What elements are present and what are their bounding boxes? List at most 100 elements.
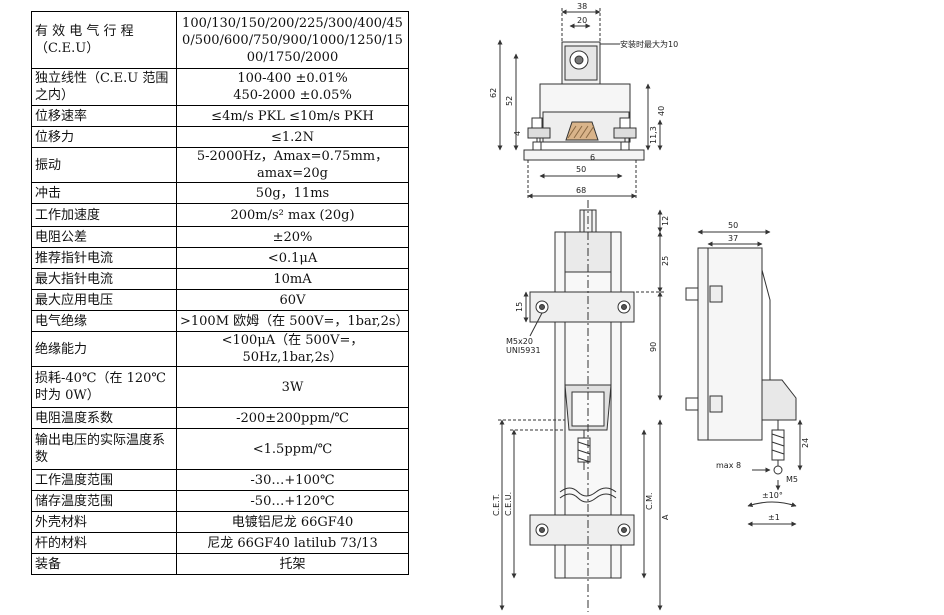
top-view-labels: 38 20 安装时最大为10 62 52 40 11,3 4 6 50 68 xyxy=(489,2,678,195)
dim-37: 37 xyxy=(728,234,738,243)
spec-key: 工作温度范围 xyxy=(31,469,177,491)
spec-key: 装备 xyxy=(31,553,177,575)
spec-value: <1.5ppm/℃ xyxy=(176,428,409,470)
dim-11-3: 11,3 xyxy=(649,126,658,144)
spec-value: 50g，11ms xyxy=(176,182,409,204)
dim-62: 62 xyxy=(489,88,498,98)
spec-key: 电阻温度系数 xyxy=(31,407,177,429)
spec-value: ≤1.2N xyxy=(176,126,409,148)
spec-value: 5-2000Hz，Amax=0.75mm，amax=20g xyxy=(176,147,409,183)
spec-row: 位移速率≤4m/s PKL ≤10m/s PKH xyxy=(31,105,409,127)
dim-20: 20 xyxy=(577,16,587,25)
spec-value: 3W xyxy=(176,366,409,408)
spec-row: 储存温度范围-50…+120℃ xyxy=(31,490,409,512)
spec-row: 电阻温度系数-200±200ppm/℃ xyxy=(31,407,409,429)
spec-row: 外壳材料电镀铝尼龙 66GF40 xyxy=(31,511,409,533)
dim-38: 38 xyxy=(577,2,587,11)
spec-key: 独立线性（C.E.U 范围之内） xyxy=(31,68,177,106)
spec-key: 振动 xyxy=(31,147,177,183)
spec-row: 有 效 电 气 行 程 （C.E.U）100/130/150/200/225/3… xyxy=(31,11,409,69)
label-uni5931: UNI5931 xyxy=(506,346,541,355)
spec-key: 位移速率 xyxy=(31,105,177,127)
spec-value: 尼龙 66GF40 latilub 73/13 xyxy=(176,532,409,554)
dim-4: 4 xyxy=(513,131,522,136)
spec-key: 储存温度范围 xyxy=(31,490,177,512)
spec-value: <0.1μA xyxy=(176,247,409,269)
spec-value: 100/130/150/200/225/300/400/450/500/600/… xyxy=(176,11,409,69)
spec-row: 装备托架 xyxy=(31,553,409,575)
note-mounting: 安装时最大为10 xyxy=(620,39,678,49)
label-cet: C.E.T. xyxy=(492,494,501,516)
spec-value: -200±200ppm/℃ xyxy=(176,407,409,429)
spec-key: 输出电压的实际温度系数 xyxy=(31,428,177,470)
dim-m5: M5 xyxy=(786,475,798,484)
spec-value: -30…+100℃ xyxy=(176,469,409,491)
spec-key: 电气绝缘 xyxy=(31,310,177,332)
spec-row: 输出电压的实际温度系数<1.5ppm/℃ xyxy=(31,428,409,470)
dim-25: 25 xyxy=(661,256,670,266)
spec-key: 绝缘能力 xyxy=(31,331,177,367)
label-cm: C.M. xyxy=(645,492,654,510)
spec-key: 电阻公差 xyxy=(31,226,177,248)
dim-40: 40 xyxy=(657,106,666,116)
front-view-labels: 12 25 15 M5x20 UNI5931 90 A C.E.T. C.E.U… xyxy=(492,216,670,520)
spec-value: ±20% xyxy=(176,226,409,248)
spec-key: 推荐指针电流 xyxy=(31,247,177,269)
spec-row: 推荐指针电流<0.1μA xyxy=(31,247,409,269)
spec-row: 位移力≤1.2N xyxy=(31,126,409,148)
dim-a: A xyxy=(661,514,670,520)
spec-key: 工作加速度 xyxy=(31,203,177,227)
spec-key: 最大指针电流 xyxy=(31,268,177,290)
spec-key: 杆的材料 xyxy=(31,532,177,554)
dim-12: 12 xyxy=(661,216,670,226)
spec-key: 损耗-40℃（在 120℃时为 0W） xyxy=(31,366,177,408)
spec-row: 杆的材料尼龙 66GF40 latilub 73/13 xyxy=(31,532,409,554)
dim-50-side: 50 xyxy=(728,221,738,230)
dim-6: 6 xyxy=(590,153,595,162)
spec-value: >100M 欧姆（在 500V=，1bar,2s） xyxy=(176,310,409,332)
angle-1: ±1 xyxy=(768,513,780,522)
spec-row: 绝缘能力<100μA（在 500V=，50Hz,1bar,2s） xyxy=(31,331,409,367)
dim-15: 15 xyxy=(515,302,524,312)
dim-52: 52 xyxy=(505,96,514,106)
dim-max8: max 8 xyxy=(716,461,741,470)
angle-10: ±10° xyxy=(762,491,783,500)
spec-row: 工作温度范围-30…+100℃ xyxy=(31,469,409,491)
spec-value: <100μA（在 500V=，50Hz,1bar,2s） xyxy=(176,331,409,367)
spec-value: 电镀铝尼龙 66GF40 xyxy=(176,511,409,533)
spec-key: 冲击 xyxy=(31,182,177,204)
spec-value: -50…+120℃ xyxy=(176,490,409,512)
spec-row: 独立线性（C.E.U 范围之内）100-400 ±0.01% 450-2000 … xyxy=(31,68,409,106)
dim-50-top: 50 xyxy=(576,165,586,174)
top-view xyxy=(497,8,663,200)
spec-key: 有 效 电 气 行 程 （C.E.U） xyxy=(31,11,177,69)
side-view xyxy=(685,229,803,527)
dim-90: 90 xyxy=(649,342,658,352)
spec-value: 10mA xyxy=(176,268,409,290)
dim-24: 24 xyxy=(801,438,810,448)
spec-value: 200m/s² max (20g) xyxy=(176,203,409,227)
label-ceu: C.E.U. xyxy=(504,492,513,516)
spec-row: 电阻公差±20% xyxy=(31,226,409,248)
spec-row: 损耗-40℃（在 120℃时为 0W）3W xyxy=(31,366,409,408)
side-view-labels: 50 37 24 max 8 M5 ±10° ±1 xyxy=(716,221,810,522)
spec-value: 托架 xyxy=(176,553,409,575)
spec-key: 外壳材料 xyxy=(31,511,177,533)
spec-key: 位移力 xyxy=(31,126,177,148)
technical-drawing: 38 20 安装时最大为10 62 52 40 11,3 4 6 50 68 xyxy=(489,2,810,612)
label-m5x20: M5x20 xyxy=(506,337,533,346)
spec-table: 有 效 电 气 行 程 （C.E.U）100/130/150/200/225/3… xyxy=(31,11,409,575)
spec-value: ≤4m/s PKL ≤10m/s PKH xyxy=(176,105,409,127)
side-view-body xyxy=(697,247,763,441)
spec-value: 60V xyxy=(176,289,409,311)
spec-value: 100-400 ±0.01% 450-2000 ±0.05% xyxy=(176,68,409,106)
dim-68: 68 xyxy=(576,186,586,195)
spec-row: 电气绝缘>100M 欧姆（在 500V=，1bar,2s） xyxy=(31,310,409,332)
spec-key: 最大应用电压 xyxy=(31,289,177,311)
front-view xyxy=(498,200,664,612)
